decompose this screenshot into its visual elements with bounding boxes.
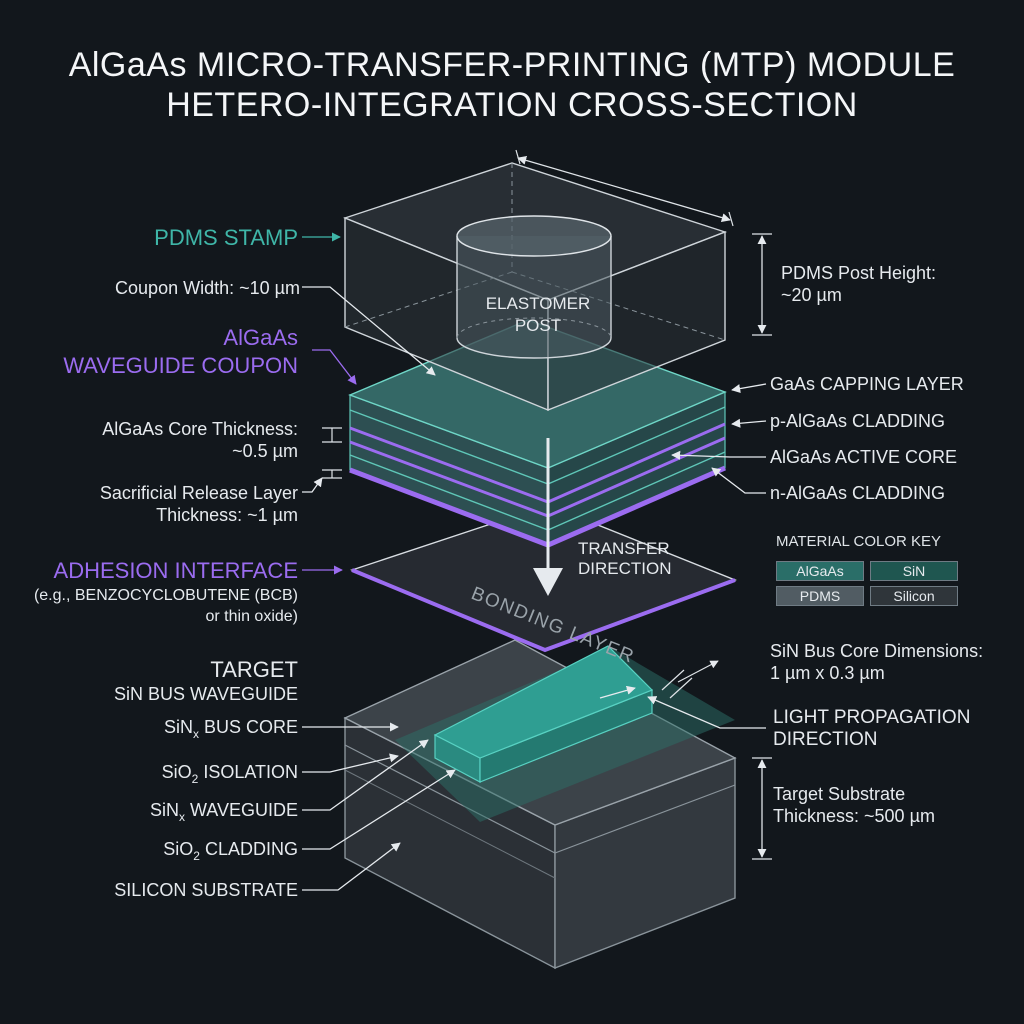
substrate-thickness-line-2: Thickness: ~500 µm	[773, 806, 935, 826]
core-thickness-line-2: ~0.5 µm	[232, 441, 298, 461]
transfer-direction-arrow	[533, 438, 563, 596]
core-thickness-line-1: AlGaAs Core Thickness:	[102, 419, 298, 439]
post-height-line-2: ~20 µm	[781, 285, 842, 305]
leader-lines	[302, 232, 767, 891]
light-propagation-line-1: LIGHT PROPAGATION	[773, 707, 971, 728]
layer-p-algaas-cladding: p-AlGaAs CLADDING	[770, 411, 946, 431]
layer-n-algaas-cladding: n-AlGaAs CLADDING	[770, 483, 946, 503]
elastomer-post-label-2: POST	[515, 316, 561, 335]
bus-dims-line-1: SiN Bus Core Dimensions:	[770, 641, 984, 661]
page-title-line-1: AlGaAs MICRO-TRANSFER-PRINTING (MTP) MOD…	[68, 46, 956, 84]
adhesion-note-line-1: (e.g., BENZOCYCLOBUTENE (BCB)	[33, 587, 298, 604]
label-sio2-cladding: SiO2 CLADDING	[163, 839, 298, 863]
release-layer-line-2: Thickness: ~1 µm	[156, 505, 298, 525]
elastomer-post-label-1: ELASTOMER	[486, 294, 591, 313]
label-sinx-bus-core: SiNx BUS CORE	[163, 717, 298, 741]
key-chip-sin: SiN	[870, 561, 958, 581]
page-title-line-2: HETERO-INTEGRATION CROSS-SECTION	[166, 86, 858, 124]
pdms-height-dimension	[752, 233, 772, 336]
transfer-direction-line-1: TRANSFER	[578, 539, 670, 558]
label-sio2-isolation: SiO2 ISOLATION	[161, 762, 298, 786]
bus-dims-line-2: 1 µm x 0.3 µm	[770, 663, 885, 683]
release-layer-line-1: Sacrificial Release Layer	[99, 483, 298, 503]
coupon-name-line-1: AlGaAs	[223, 325, 298, 350]
sin-bus-core	[395, 645, 735, 822]
key-chip-algaas: AlGaAs	[776, 561, 864, 581]
substrate-thickness-dimension	[752, 757, 772, 860]
target-title-line-1: TARGET	[210, 657, 298, 682]
light-propagation-line-2: DIRECTION	[773, 729, 878, 750]
key-chip-silicon: Silicon	[870, 586, 958, 606]
bus-core-dimension	[661, 660, 719, 699]
pdms-stamp-block	[342, 149, 734, 412]
pdms-stamp-label: PDMS STAMP	[154, 225, 298, 250]
layer-algaas-active-core: AlGaAs ACTIVE CORE	[770, 447, 958, 467]
target-title-line-2: SiN BUS WAVEGUIDE	[113, 684, 298, 704]
adhesion-interface-label: ADHESION INTERFACE	[53, 558, 298, 583]
transfer-direction-line-2: DIRECTION	[578, 559, 672, 578]
layer-gaas-capping: GaAs CAPPING LAYER	[770, 374, 964, 394]
label-silicon-substrate: SILICON SUBSTRATE	[114, 880, 298, 900]
coupon-name-line-2: WAVEGUIDE COUPON	[63, 353, 298, 378]
material-color-key: MATERIAL COLOR KEY AlGaAs SiN PDMS Silic…	[764, 531, 966, 611]
thickness-ticks	[322, 427, 342, 479]
post-height-line-1: PDMS Post Height:	[781, 263, 937, 283]
material-key-title: MATERIAL COLOR KEY	[776, 533, 942, 550]
coupon-width-label: Coupon Width: ~10 µm	[115, 278, 300, 298]
key-chip-pdms: PDMS	[776, 586, 864, 606]
substrate-thickness-line-1: Target Substrate	[773, 784, 906, 804]
label-sinx-waveguide: SiNx WAVEGUIDE	[149, 800, 298, 824]
adhesion-note-line-2: or thin oxide)	[205, 608, 299, 625]
